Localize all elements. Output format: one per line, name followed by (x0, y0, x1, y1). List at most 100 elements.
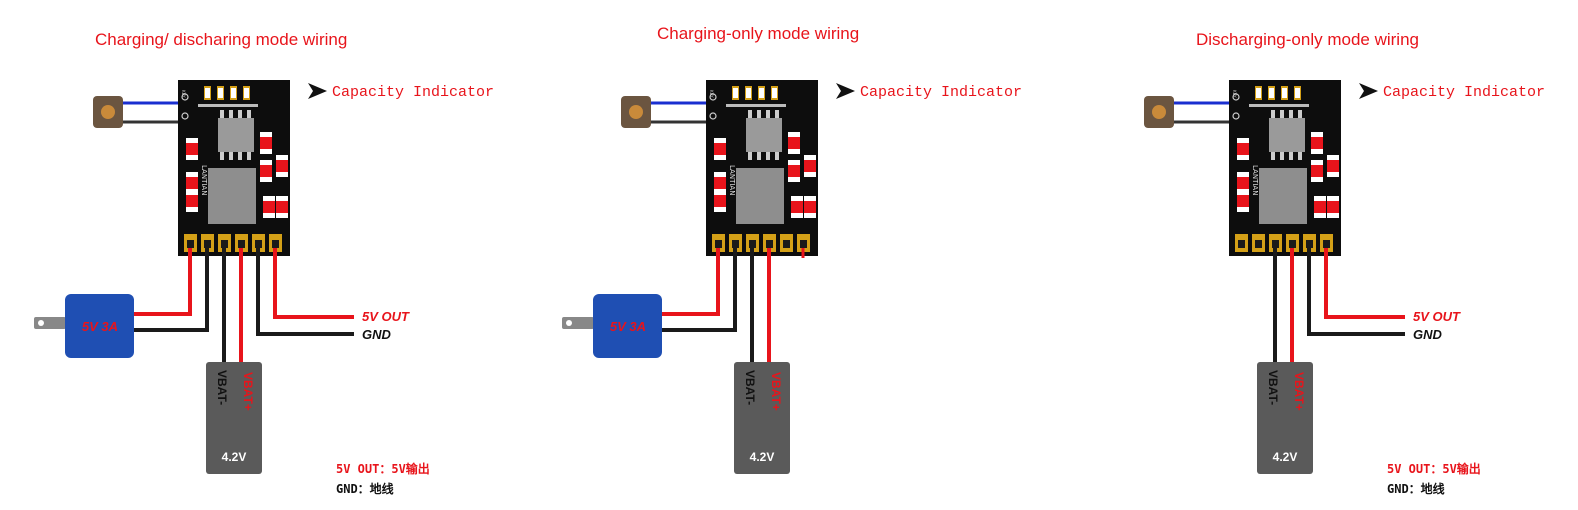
battery (1257, 362, 1313, 474)
ic-pin (1280, 152, 1284, 160)
battery-voltage: 4.2V (750, 450, 775, 464)
led-lens (244, 88, 249, 98)
smd-body (1237, 195, 1249, 207)
output-wire-red (1324, 248, 1405, 319)
note-gnd: GND：地线 (336, 481, 394, 496)
out-label: 5V OUT (1413, 309, 1461, 324)
key-pad (709, 112, 717, 120)
capacity-indicator-label: Capacity Indicator (860, 84, 1022, 101)
push-button-cap (629, 105, 643, 119)
gnd-label: GND (362, 327, 392, 342)
smd-body (1314, 201, 1326, 213)
smd-body (276, 201, 288, 213)
smd-body (186, 177, 198, 189)
silk-line (1249, 104, 1309, 107)
pad-hole (204, 240, 211, 248)
output-wire-black (1307, 248, 1405, 336)
adapter-wire-red (134, 248, 192, 316)
battery-pos-label: VBAT+ (1292, 372, 1306, 411)
battery (734, 362, 790, 474)
push-button-cap (101, 105, 115, 119)
led-lens (759, 88, 764, 98)
power-adapter (65, 294, 134, 358)
smd-body (1327, 160, 1339, 172)
ic-pin (775, 152, 779, 160)
battery-neg-label: VBAT- (215, 370, 229, 405)
ic-pin (775, 110, 779, 118)
note-out: 5V OUT：5V输出 (1387, 461, 1481, 476)
adapter-plug (34, 317, 66, 329)
ic-pin (247, 152, 251, 160)
diagram-title: Charging-only mode wiring (657, 24, 859, 43)
adapter-wire-black (662, 248, 737, 332)
pad-hole (766, 240, 773, 248)
lantian-silk: LANTIAN (728, 165, 736, 195)
inductor (208, 168, 256, 224)
adapter-wire-black (134, 248, 209, 332)
led-lens (1295, 88, 1300, 98)
battery-pos-label: VBAT+ (769, 372, 783, 411)
key-silk: KEY (1232, 90, 1237, 98)
ic-pin (1289, 152, 1293, 160)
pad-hole (1323, 240, 1330, 248)
smd-body (788, 165, 800, 177)
inductor (736, 168, 784, 224)
pad-hole (715, 240, 722, 248)
smd-body (714, 195, 726, 207)
smd-body (804, 201, 816, 213)
ic-pin (220, 110, 224, 118)
adapter-label: 5V 3A (82, 319, 118, 334)
battery-voltage: 4.2V (222, 450, 247, 464)
note-gnd: GND：地线 (1387, 481, 1445, 496)
ic-chip (1269, 118, 1305, 152)
silk-line (198, 104, 258, 107)
ic-pin (748, 110, 752, 118)
led-lens (231, 88, 236, 98)
pad-hole (1272, 240, 1279, 248)
smd-body (1311, 165, 1323, 177)
push-button-cap (1152, 105, 1166, 119)
key-pad (181, 93, 189, 101)
led-lens (772, 88, 777, 98)
lantian-silk: LANTIAN (200, 165, 208, 195)
pad-hole (221, 240, 228, 248)
ic-chip (218, 118, 254, 152)
ic-pin (1289, 110, 1293, 118)
led-lens (1269, 88, 1274, 98)
smd-body (714, 177, 726, 189)
arrow-icon (308, 83, 327, 99)
diagram-charge-discharge: Charging/ discharing mode wiringCapacity… (34, 30, 494, 496)
pad-hole (732, 240, 739, 248)
pad-hole (255, 240, 262, 248)
gnd-label: GND (1413, 327, 1443, 342)
output-wire-black (256, 248, 354, 336)
key-silk: KEY (181, 90, 186, 98)
ic-pin (229, 110, 233, 118)
inductor (1259, 168, 1307, 224)
key-silk: KEY (709, 90, 714, 98)
battery-neg-label: VBAT- (1266, 370, 1280, 405)
smd-body (1237, 143, 1249, 155)
adapter-wire-red (662, 248, 720, 316)
led-lens (1282, 88, 1287, 98)
battery-pos-label: VBAT+ (241, 372, 255, 411)
output-wire-red (273, 248, 354, 319)
note-out: 5V OUT：5V输出 (336, 461, 430, 476)
key-pad (1232, 93, 1240, 101)
ic-pin (220, 152, 224, 160)
plug-hole (566, 320, 572, 326)
pad-hole (783, 240, 790, 248)
ic-chip (746, 118, 782, 152)
out-label: 5V OUT (362, 309, 410, 324)
smd-body (1327, 201, 1339, 213)
lantian-silk: LANTIAN (1251, 165, 1259, 195)
pad-hole (187, 240, 194, 248)
ic-pin (757, 152, 761, 160)
battery-neg-label: VBAT- (743, 370, 757, 405)
pad-hole (238, 240, 245, 248)
ic-pin (1298, 152, 1302, 160)
led-lens (205, 88, 210, 98)
